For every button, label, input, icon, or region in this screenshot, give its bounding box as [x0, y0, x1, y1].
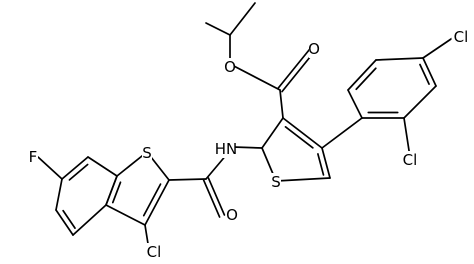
atom-label-s-thiophene: S — [271, 173, 281, 191]
bond-cam-oam-b — [207, 177, 226, 216]
bond-cest-ocarb-b — [277, 45, 313, 90]
bond-p1-p2 — [347, 89, 363, 119]
atom-label-layer: S S HN O O O Cl Cl Cl F — [28, 28, 471, 261]
atom-label-mask — [400, 151, 420, 169]
atom-label-mask — [451, 28, 471, 46]
bond-c4-c3-inner — [284, 126, 314, 149]
bond-p5-p6 — [403, 85, 437, 119]
bond-c7a-c7 — [87, 156, 118, 177]
atom-label-mask — [144, 243, 164, 261]
bond-p2-p3 — [347, 59, 377, 91]
bond-c5b-c4b — [55, 209, 74, 236]
atom-label-cl-benzothiophene: Cl — [147, 243, 162, 261]
bond-p2-p3-inner — [355, 67, 377, 91]
atom-label-mask — [309, 40, 319, 58]
bond-cest-c3 — [279, 89, 284, 119]
atom-label-fluorine: F — [29, 148, 38, 166]
bond-s1-c5 — [275, 177, 331, 182]
bond-c7a-c3a-inner — [111, 181, 122, 204]
atom-label-o-amide-carbonyl: O — [226, 206, 238, 224]
bond-p3-p4 — [375, 57, 424, 61]
bond-iprme2-iprch — [229, 2, 256, 36]
bond-c4-c3 — [282, 117, 323, 149]
bond-c3a-c3b — [105, 204, 146, 226]
bond-p4-clp — [422, 36, 455, 59]
bond-c6-f — [37, 156, 63, 180]
bond-p6-clo — [403, 117, 411, 158]
bond-c5-c4 — [321, 147, 331, 179]
bond-c2-n — [232, 146, 263, 149]
atom-label-mask — [216, 140, 236, 158]
atom-label-o-ester-carbonyl: O — [308, 40, 320, 58]
bond-c3a-c7a — [105, 175, 118, 206]
atom-label-cl-phenyl-ortho: Cl — [403, 151, 418, 169]
bond-c4b-c3a — [72, 204, 107, 236]
bond-c3b-c2b-inner — [142, 183, 162, 217]
bond-iprme1-iprch — [205, 22, 231, 36]
bond-c4-p1 — [321, 117, 363, 149]
bond-p4-p5-inner — [419, 63, 430, 85]
bond-c5-c4-inner — [317, 153, 325, 176]
bond-c7-c6-inner — [68, 163, 89, 181]
bond-cam-c2b — [168, 178, 207, 181]
atom-label-o-ester: O — [224, 58, 236, 76]
atom-label-mask — [28, 148, 38, 166]
bond-layer — [37, 2, 455, 251]
bond-c3-c2 — [261, 117, 284, 149]
atom-label-mask — [271, 173, 281, 191]
bond-oest-cest — [229, 63, 281, 91]
bond-c5b-c4b-inner — [62, 209, 76, 230]
bond-c3b-c2b — [144, 179, 170, 226]
atom-label-cl-phenyl-para: Cl — [454, 28, 469, 46]
bond-p4-p5 — [422, 57, 437, 87]
atom-label-mask — [227, 206, 237, 224]
atom-label-mask — [142, 144, 152, 162]
bond-c6-c5b — [55, 178, 63, 211]
atom-label-s-benzothiophene: S — [142, 144, 152, 162]
atom-label-nh-amide: HN — [215, 140, 238, 158]
bond-c7-c6 — [61, 156, 89, 180]
bond-cam-oam-a — [202, 179, 221, 218]
atom-label-mask — [225, 58, 235, 76]
